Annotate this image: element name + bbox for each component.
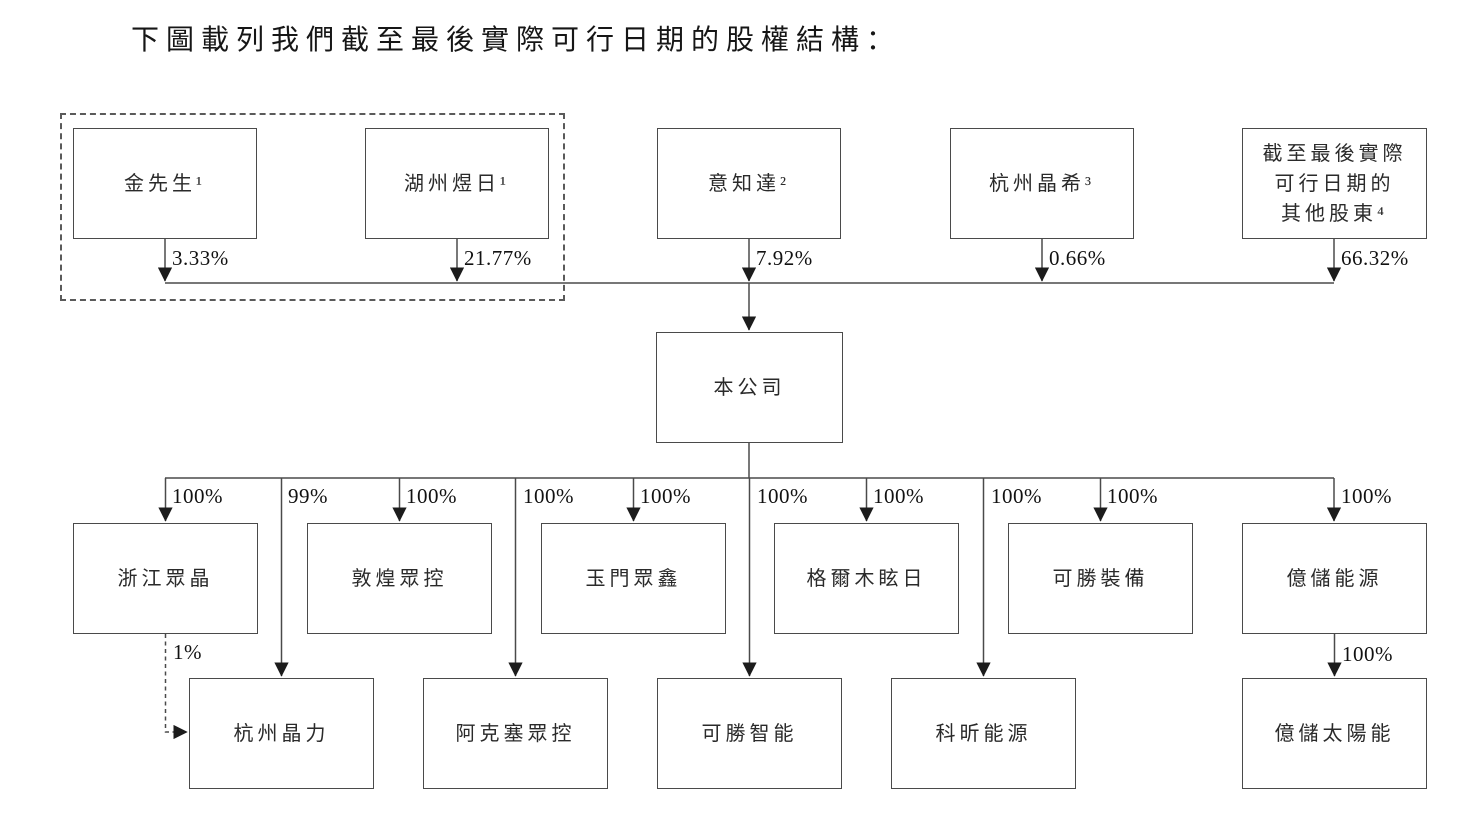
node-akesai-zhongkong: 阿克塞眾控 — [423, 678, 608, 789]
pct-zhejiang-zhongjing: 100% — [172, 484, 223, 508]
pct-cross-shareholding: 1% — [173, 640, 202, 664]
node-geermu-xuanri: 格爾木眩日 — [774, 523, 959, 634]
node-kesheng-zhuangbei: 可勝裝備 — [1008, 523, 1193, 634]
node-dunhuang-zhongkong: 敦煌眾控 — [307, 523, 492, 634]
pct-kexin-nengyuan: 100% — [991, 484, 1042, 508]
pct-shareholder-yizhida: 7.92% — [756, 246, 813, 270]
node-hangzhou-jingli: 杭州晶力 — [189, 678, 374, 789]
node-kesheng-zhineng: 可勝智能 — [657, 678, 842, 789]
diagram-title: 下圖載列我們截至最後實際可行日期的股權結構： — [131, 25, 902, 56]
pct-dunhuang-zhongkong: 100% — [406, 484, 457, 508]
node-yumen-zhongxin: 玉門眾鑫 — [541, 523, 726, 634]
pct-shareholder-jin: 3.33% — [172, 246, 229, 270]
node-shareholder-jin: 金先生¹ — [73, 128, 257, 239]
node-shareholder-hangzhou-jingxi: 杭州晶希³ — [950, 128, 1134, 239]
node-zhejiang-zhongjing: 浙江眾晶 — [73, 523, 258, 634]
pct-shareholder-huzhou-yuri: 21.77% — [464, 246, 532, 270]
controlling-shareholders-group-outline — [60, 113, 565, 301]
pct-kesheng-zhineng: 100% — [757, 484, 808, 508]
pct-yichu-nengyuan: 100% — [1341, 484, 1392, 508]
node-company: 本公司 — [656, 332, 843, 443]
node-yichu-nengyuan: 億儲能源 — [1242, 523, 1427, 634]
node-shareholder-other-public: 截至最後實際 可行日期的 其他股東⁴ — [1242, 128, 1427, 239]
node-shareholder-yizhida: 意知達² — [657, 128, 841, 239]
node-kexin-nengyuan: 科昕能源 — [891, 678, 1076, 789]
pct-shareholder-hangzhou-jingxi: 0.66% — [1049, 246, 1106, 270]
node-yichu-taiyangneng: 億儲太陽能 — [1242, 678, 1427, 789]
edge-cross-shareholding-dashed — [164, 634, 188, 740]
pct-yumen-zhongxin: 100% — [640, 484, 691, 508]
pct-hangzhou-jingli: 99% — [288, 484, 328, 508]
pct-yichu-taiyangneng: 100% — [1342, 642, 1393, 666]
pct-kesheng-zhuangbei: 100% — [1107, 484, 1158, 508]
node-shareholder-huzhou-yuri: 湖州煜日¹ — [365, 128, 549, 239]
pct-geermu-xuanri: 100% — [873, 484, 924, 508]
pct-shareholder-other-public: 66.32% — [1341, 246, 1409, 270]
pct-akesai-zhongkong: 100% — [523, 484, 574, 508]
